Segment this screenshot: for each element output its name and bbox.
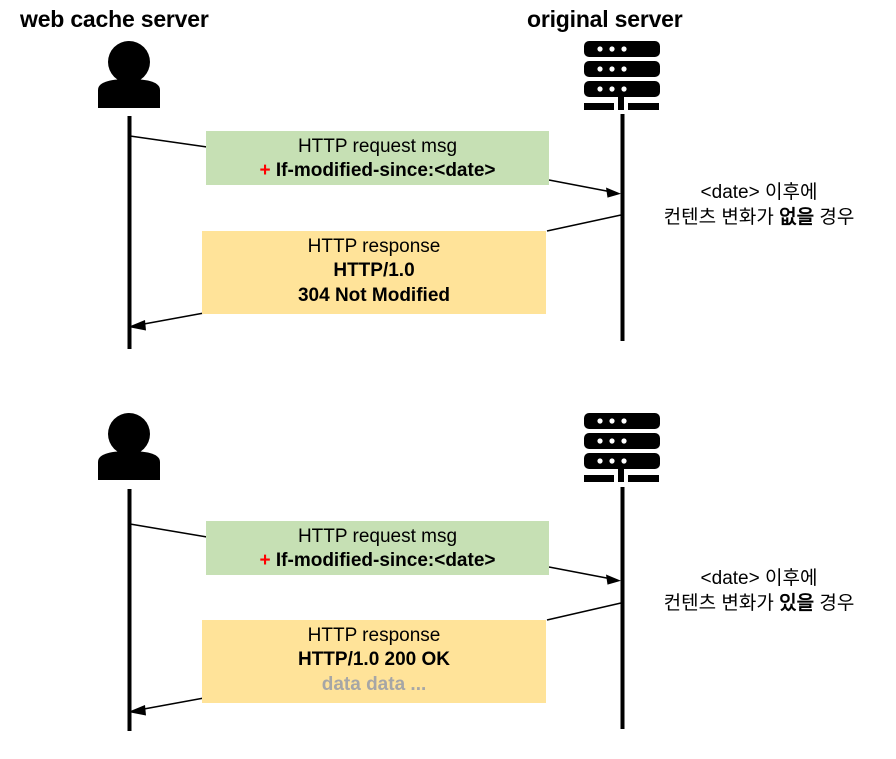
message-box-response-1: HTTP response HTTP/1.0 304 Not Modified xyxy=(202,231,546,314)
response-status-1: 304 Not Modified xyxy=(297,284,450,306)
response-label-1: HTTP response xyxy=(307,236,441,257)
page-title-web-cache-server: web cache server xyxy=(20,6,209,32)
request-header-text-2: If-modified-since:<date> xyxy=(275,550,496,572)
response-arrowhead-2 xyxy=(128,705,146,716)
response-arrowhead-1 xyxy=(128,320,146,331)
annotation-line-2: 컨텐츠 변화가 있을 경우 xyxy=(634,591,884,616)
request-label-2: HTTP request msg xyxy=(297,526,458,547)
response-arrow-segment-left-1 xyxy=(132,312,205,327)
annotation-not-modified: <date> 이후에 컨텐츠 변화가 없을 경우 xyxy=(634,180,884,230)
message-box-request-2: HTTP request msg + If-modified-since:<da… xyxy=(206,521,549,575)
response-arrow-segment-left-2 xyxy=(132,697,205,712)
annotation-prefix-1: 컨텐츠 변화가 xyxy=(663,207,780,229)
plus-sign-icon: + xyxy=(259,550,271,572)
message-box-response-2: HTTP response HTTP/1.0 200 OK data data … xyxy=(202,620,546,703)
annotation-suffix-2: 경우 xyxy=(814,593,855,615)
annotation-modified: <date> 이후에 컨텐츠 변화가 있을 경우 xyxy=(634,566,884,616)
request-arrow-segment-right-2 xyxy=(548,566,618,581)
annotation-line-2: 컨텐츠 변화가 없을 경우 xyxy=(634,205,884,230)
response-arrow-segment-right-1 xyxy=(546,214,622,232)
request-header-1: + If-modified-since:<date> xyxy=(206,159,549,183)
annotation-suffix-1: 경우 xyxy=(814,207,855,229)
request-label-1: HTTP request msg xyxy=(297,136,458,157)
response-body-2: data data ... xyxy=(321,673,427,695)
plus-sign-icon: + xyxy=(259,160,271,182)
page-title-original-server: original server xyxy=(527,6,683,32)
server-rack-icon xyxy=(584,41,660,110)
response-version-1: HTTP/1.0 xyxy=(333,260,415,282)
annotation-line-1: <date> 이후에 xyxy=(700,568,818,589)
request-arrow-segment-left-1 xyxy=(129,135,208,148)
server-rack-icon xyxy=(584,413,660,482)
response-label-2: HTTP response xyxy=(307,625,441,646)
request-header-2: + If-modified-since:<date> xyxy=(206,549,549,573)
annotation-emphasis-2: 있을 xyxy=(779,593,815,615)
person-icon xyxy=(98,41,160,108)
request-arrow-segment-left-2 xyxy=(129,523,208,538)
request-header-text-1: If-modified-since:<date> xyxy=(275,160,496,182)
annotation-line-1: <date> 이후에 xyxy=(700,182,818,203)
response-arrow-segment-right-2 xyxy=(546,602,622,621)
person-icon xyxy=(98,413,160,480)
annotation-prefix-2: 컨텐츠 변화가 xyxy=(663,593,780,615)
annotation-emphasis-1: 없을 xyxy=(779,207,815,229)
request-arrowhead-1 xyxy=(606,187,621,198)
response-version-2: HTTP/1.0 200 OK xyxy=(297,649,451,671)
request-arrowhead-2 xyxy=(606,574,621,585)
message-box-request-1: HTTP request msg + If-modified-since:<da… xyxy=(206,131,549,185)
request-arrow-segment-right-1 xyxy=(548,179,618,194)
